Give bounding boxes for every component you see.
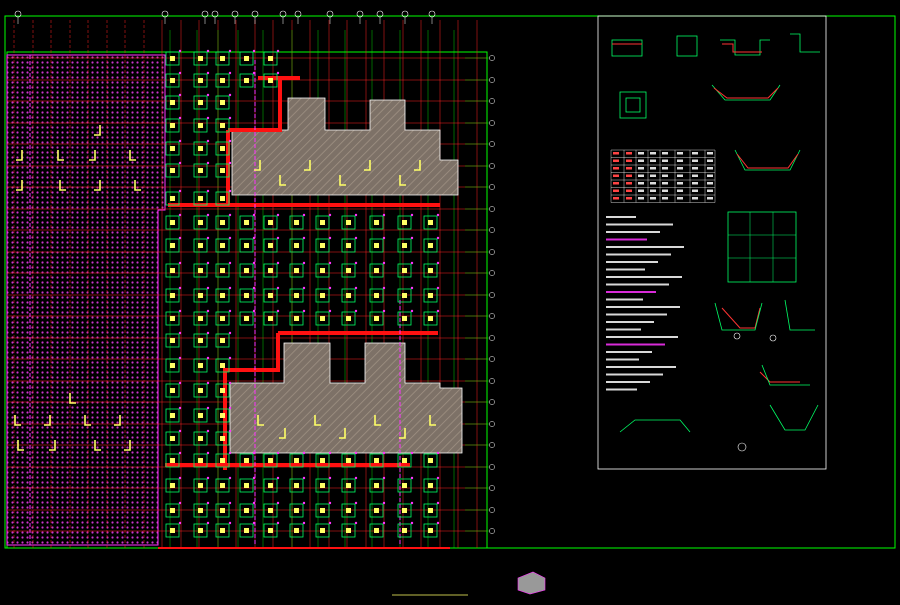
axis-tags-top (14, 10, 436, 24)
grade-beams (158, 76, 450, 549)
drawing-title-block (392, 571, 546, 596)
core-area-lower (229, 342, 463, 454)
purple-dotted-zone (6, 54, 166, 546)
axis-tags-right (465, 55, 495, 534)
pile-caps (165, 49, 440, 538)
core-area-upper (231, 97, 459, 196)
shear-walls (14, 125, 436, 451)
detail-sheet (597, 15, 827, 470)
